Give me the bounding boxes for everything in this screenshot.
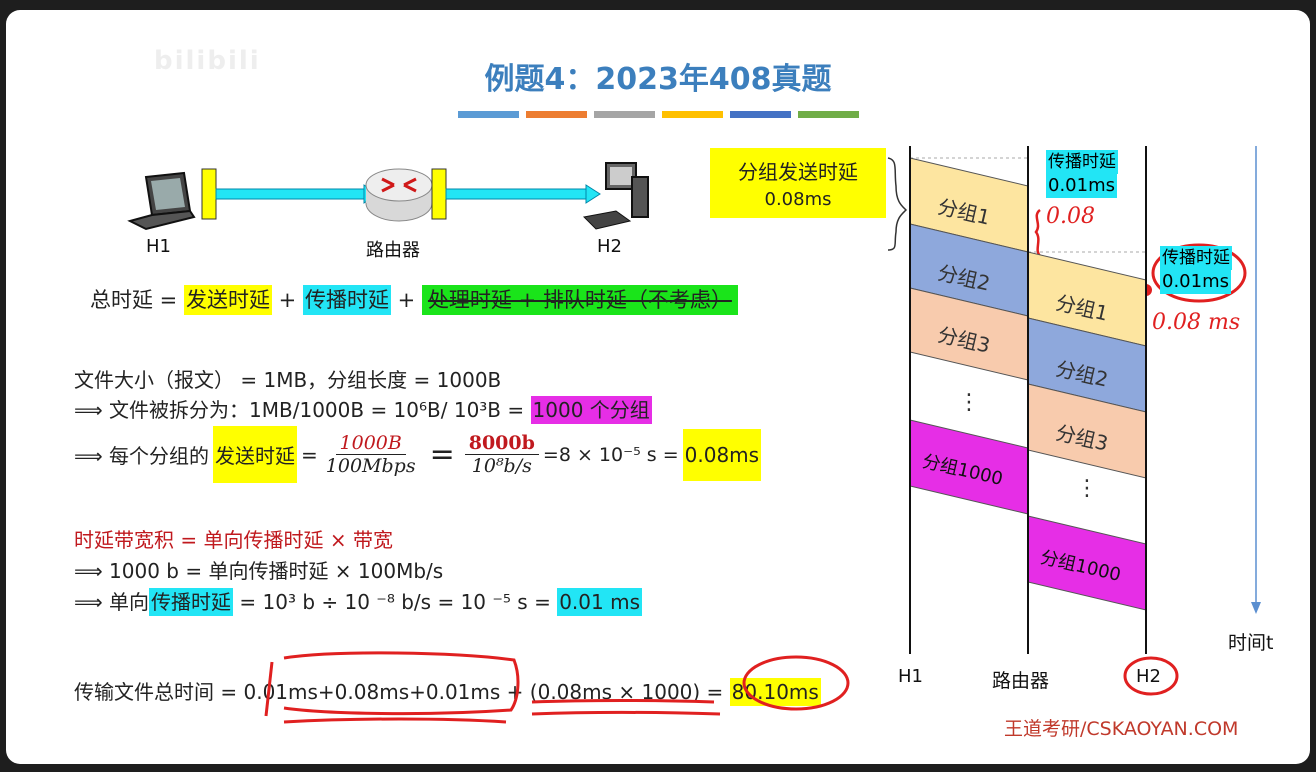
plus-sign: + bbox=[278, 288, 297, 312]
total-time-line: 传输文件总时间 = 0.01ms+0.08ms+0.01ms + (0.08ms… bbox=[74, 676, 821, 706]
brace-mark bbox=[1034, 209, 1042, 257]
prop-delay-label-2: 传播时延 bbox=[1160, 246, 1232, 270]
file-size-line: 文件大小（报文） = 1MB，分组长度 = 1000B bbox=[74, 368, 502, 392]
handwritten-annotations bbox=[264, 209, 1247, 724]
bdp-prefix: ⟹ 单向 bbox=[74, 590, 150, 614]
prop-delay-label-1: 传播时延 bbox=[1046, 150, 1118, 174]
send-delay-term: 发送时延 bbox=[183, 285, 272, 315]
color-bar bbox=[798, 111, 859, 118]
title-color-bars bbox=[458, 111, 859, 118]
total-time-part-1: 0.01ms+0.08ms+0.01ms bbox=[243, 680, 501, 704]
send-delay-brace bbox=[887, 157, 908, 251]
timing-diagram bbox=[887, 146, 1261, 654]
color-bar bbox=[458, 111, 519, 118]
bdp-title: 时延带宽积 = 单向传播时延 × 带宽 bbox=[74, 528, 393, 552]
desktop-icon bbox=[582, 162, 649, 230]
handwritten-008: 0.08 bbox=[1046, 204, 1095, 229]
network-topology bbox=[127, 162, 649, 231]
packet-count-line: ⟹ 文件被拆分为：1MB/1000B = 10⁶B/ 10³B = 1000 个… bbox=[74, 394, 652, 424]
watermark-logo: bilibili bbox=[154, 46, 261, 76]
color-bar bbox=[662, 111, 723, 118]
send-delay-result: 0.08ms bbox=[682, 428, 762, 481]
send-delay-prefix: ⟹ 每个分组的 bbox=[74, 444, 210, 468]
ignored-delay-terms: 处理时延 + 排队时延（不考虑） bbox=[421, 285, 738, 315]
circle-mark bbox=[1123, 656, 1179, 696]
prop-delay-value-2: 0.01ms bbox=[1160, 270, 1231, 294]
fraction-2-denominator: 10⁸b/s bbox=[471, 455, 532, 477]
bdp-line-2: ⟹ 单向传播时延 = 10³ b ÷ 10 ⁻⁸ b/s = 10 ⁻⁵ s =… bbox=[74, 586, 642, 616]
color-bar bbox=[526, 111, 587, 118]
h2-label: H2 bbox=[597, 236, 622, 257]
plus-sign: + bbox=[397, 288, 416, 312]
time-axis-label: 时间t bbox=[1228, 632, 1274, 654]
handwritten-008ms: 0.08 ms bbox=[1152, 310, 1241, 335]
circle-mark bbox=[1151, 243, 1247, 303]
fraction-1-numerator: 1000B bbox=[335, 432, 406, 455]
prop-delay-callout-1: 传播时延 0.01ms bbox=[1046, 150, 1118, 198]
prop-delay-value-1: 0.01ms bbox=[1046, 174, 1117, 198]
brand-footer: 王道考研/CSKAOYAN.COM bbox=[1004, 718, 1239, 740]
slide-title: 例题4：2023年408真题 bbox=[484, 62, 832, 97]
router-ellipsis: ⋮ bbox=[1076, 476, 1098, 501]
total-delay-formula: 总时延 = 发送时延 + 传播时延 + 处理时延 + 排队时延（不考虑） bbox=[90, 284, 738, 315]
underline-mark bbox=[283, 717, 507, 724]
fraction-1-denominator: 100Mbps bbox=[325, 455, 416, 477]
circle-mark bbox=[742, 655, 850, 711]
axis-h2-label: H2 bbox=[1136, 666, 1161, 687]
send-delay-callout-label: 分组发送时延 bbox=[738, 160, 858, 184]
fraction-2-numerator: 8000b bbox=[464, 432, 539, 455]
circle-mark bbox=[283, 651, 520, 716]
fraction-1: 1000B 100Mbps bbox=[322, 432, 420, 477]
h1-label: H1 bbox=[146, 236, 171, 257]
prop-delay-result: 0.01 ms bbox=[557, 588, 642, 616]
color-bar bbox=[730, 111, 791, 118]
axis-h1-label: H1 bbox=[898, 666, 923, 687]
router-label: 路由器 bbox=[366, 240, 420, 261]
prop-delay-calc: = 10³ b ÷ 10 ⁻⁸ b/s = 10 ⁻⁵ s = bbox=[239, 590, 551, 614]
router-icon bbox=[365, 168, 433, 222]
slide: bilibili 例题4：2023年408真题 bbox=[6, 10, 1310, 764]
send-delay-callout-value: 0.08ms bbox=[764, 189, 832, 210]
prop-delay-term: 传播时延 bbox=[302, 285, 391, 315]
bdp-line-1: ⟹ 1000 b = 单向传播时延 × 100Mb/s bbox=[74, 559, 444, 583]
equals-sign: = bbox=[301, 442, 318, 467]
underline-mark bbox=[531, 699, 715, 704]
axis-router-label: 路由器 bbox=[992, 670, 1050, 692]
send-delay-calc: =8 × 10⁻⁵ s = bbox=[542, 443, 679, 466]
prop-delay-callout-2: 传播时延 0.01ms bbox=[1160, 246, 1232, 294]
packet-count-expr: ⟹ 文件被拆分为：1MB/1000B = 10⁶B/ 10³B = bbox=[74, 398, 525, 422]
fraction-2: 8000b 10⁸b/s bbox=[464, 432, 539, 477]
h1-ellipsis: ⋮ bbox=[958, 390, 980, 415]
send-delay-line: ⟹ 每个分组的 发送时延 = 1000B 100Mbps = 8000b 10⁸… bbox=[74, 426, 762, 483]
total-time-label: 传输文件总时间 = bbox=[74, 680, 238, 704]
equals-sign: = bbox=[429, 437, 455, 472]
send-delay-highlight: 发送时延 bbox=[213, 426, 298, 483]
color-bar bbox=[594, 111, 655, 118]
formula-prefix: 总时延 = bbox=[90, 288, 178, 312]
prop-delay-highlight: 传播时延 bbox=[149, 588, 234, 616]
packet-count-result: 1000 个分组 bbox=[530, 396, 652, 424]
send-delay-callout: 分组发送时延 0.08ms bbox=[710, 148, 886, 218]
laptop-icon bbox=[127, 171, 196, 231]
